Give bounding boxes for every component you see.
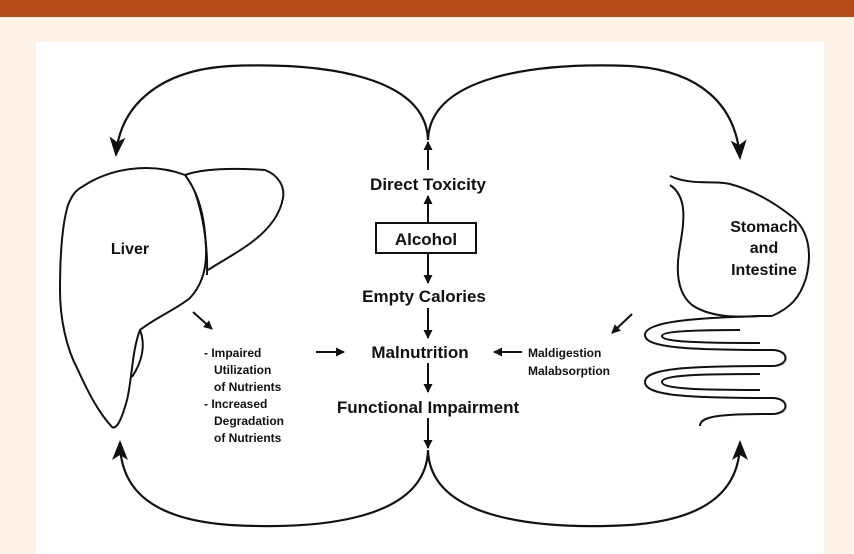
maldigestion-label: Maldigestion — [528, 346, 601, 360]
bottom-right-loop-arrow — [428, 442, 740, 526]
empty-calories-label: Empty Calories — [362, 287, 486, 306]
top-right-loop-arrow — [428, 65, 740, 158]
liver-effect-line-2: Utilization — [214, 363, 271, 377]
functional-impairment-label: Functional Impairment — [337, 398, 520, 417]
and-label: and — [750, 240, 778, 257]
direct-toxicity-label: Direct Toxicity — [370, 175, 486, 194]
liver-effect-line-5: Degradation — [214, 414, 284, 428]
malnutrition-label: Malnutrition — [371, 343, 468, 362]
stomach-label: Stomach — [730, 219, 798, 236]
bottom-left-loop-arrow — [120, 442, 428, 526]
alcohol-label: Alcohol — [395, 230, 457, 249]
intestine-label: Intestine — [731, 262, 797, 279]
arrow-gut-to-effects — [612, 314, 632, 333]
arrow-liver-to-effects — [193, 312, 212, 329]
liver-effect-line-3: of Nutrients — [214, 380, 282, 394]
liver-effect-line-1: - Impaired — [204, 346, 261, 360]
stomach-intestine-illustration — [645, 176, 809, 426]
liver-effect-line-4: - Increased — [204, 397, 267, 411]
top-left-loop-arrow — [116, 65, 428, 155]
malabsorption-label: Malabsorption — [528, 364, 610, 378]
liver-effect-line-6: of Nutrients — [214, 431, 282, 445]
liver-label: Liver — [111, 241, 149, 258]
